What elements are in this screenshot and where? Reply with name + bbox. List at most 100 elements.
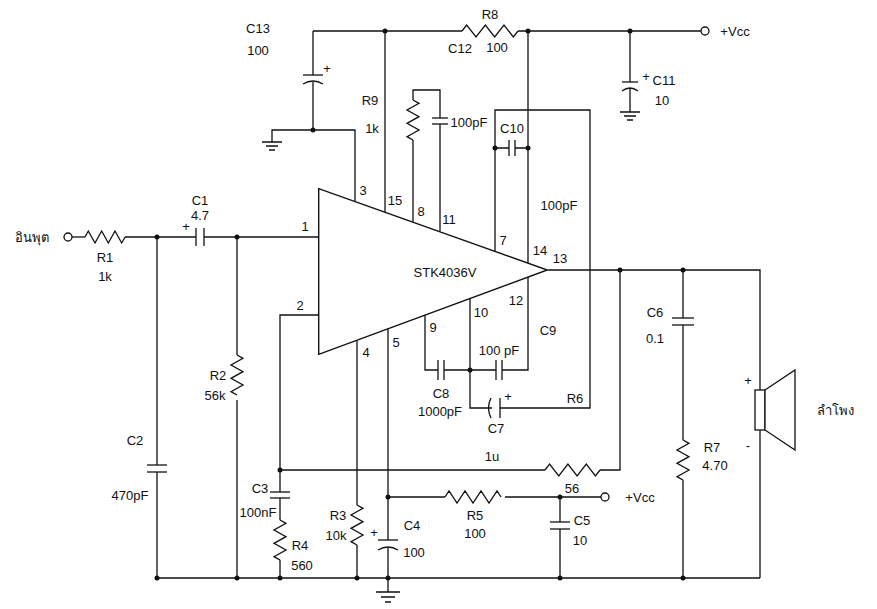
component-label: C8 [433, 387, 450, 400]
component-label: 56k [205, 389, 226, 402]
component-label: 100 [486, 41, 508, 54]
component-label: C5 [574, 514, 591, 527]
wire [413, 90, 440, 231]
component-label: 4.7 [191, 209, 209, 222]
component-label: + [370, 526, 378, 539]
component-label: ลำโพง [817, 404, 854, 417]
component-label: C12 [448, 42, 472, 55]
component-label: 2 [296, 299, 303, 312]
capacitor-plate [203, 228, 204, 246]
resistor-symbol [351, 505, 363, 545]
component-label: + [182, 220, 190, 233]
capacitor-plate [672, 324, 694, 325]
wire [272, 31, 355, 201]
resistor-symbol [274, 520, 286, 560]
capacitor-plate [622, 88, 638, 91]
component-label: R4 [292, 539, 309, 552]
component-label: 470pF [112, 489, 149, 502]
capacitor-plate [378, 539, 398, 540]
component-label: + [504, 390, 512, 403]
capacitor-plate [303, 81, 323, 84]
capacitor-plate [550, 521, 570, 522]
component-label: 100 [247, 44, 269, 57]
component-label: + [744, 374, 752, 387]
component-label: R9 [362, 94, 379, 107]
component-label: + [323, 62, 331, 75]
component-label: R5 [467, 509, 484, 522]
capacitor-plate [495, 360, 496, 380]
component-label: R7 [704, 441, 721, 454]
component-label: 5 [392, 336, 399, 349]
part-number: STK4036V [414, 265, 477, 280]
speaker-symbol [765, 370, 795, 450]
component-label: 14 [533, 244, 547, 257]
capacitor-plate [489, 398, 492, 418]
wire [313, 30, 701, 31]
component-label: R3 [330, 509, 347, 522]
component-label: C4 [404, 519, 421, 532]
component-label: 3 [359, 184, 366, 197]
component-label: 4 [362, 346, 369, 359]
capacitor-plate [147, 471, 167, 472]
supply-terminal [601, 493, 609, 501]
wire [759, 430, 760, 578]
component-label: C7 [488, 422, 505, 435]
ground-symbol [262, 142, 282, 150]
component-label: + [642, 70, 650, 83]
supply-terminal [701, 27, 709, 35]
resistor-symbol [677, 440, 689, 480]
component-label: 10 [474, 306, 488, 319]
component-label: 1k [98, 270, 112, 283]
capacitor-plate [501, 360, 502, 380]
capacitor-plate [437, 360, 438, 380]
ground-symbol [620, 112, 640, 120]
capacitor-plate [270, 491, 290, 492]
component-label: อินพุต [15, 231, 49, 244]
component-label: 100 [464, 527, 486, 540]
resistor-symbol [231, 355, 243, 395]
component-label: - [746, 439, 750, 452]
component-label: C3 [252, 482, 269, 495]
resistor-symbol [545, 464, 600, 476]
wire [280, 315, 318, 578]
component-label: +Vcc [720, 25, 749, 38]
wire [682, 270, 683, 578]
component-label: 560 [291, 559, 313, 572]
component-label: 56 [565, 482, 579, 495]
wire [236, 237, 237, 578]
component-label: R6 [567, 392, 584, 405]
wire [356, 341, 357, 578]
speaker-symbol [755, 390, 765, 430]
resistor-symbol [445, 491, 501, 503]
component-label: 100pF [541, 199, 578, 212]
wire [125, 236, 318, 237]
component-label: C10 [500, 122, 524, 135]
capacitor-plate [432, 123, 448, 124]
component-label: C6 [647, 306, 664, 319]
component-label: 1k [365, 122, 379, 135]
component-label: 100nF [240, 506, 277, 519]
capacitor-plate [378, 547, 398, 550]
component-label: C13 [246, 22, 270, 35]
component-label: C11 [653, 74, 676, 87]
capacitor-plate [550, 528, 570, 529]
component-label: 100 [403, 546, 425, 559]
capacitor-plate [443, 360, 444, 380]
component-label: 9 [429, 321, 436, 334]
wire [388, 329, 601, 592]
component-label: 10 [655, 94, 669, 107]
capacitor-plate [499, 398, 500, 418]
capacitor-plate [270, 497, 290, 498]
resistor-symbol [85, 231, 125, 243]
component-label: C9 [540, 324, 557, 337]
capacitor-plate [303, 74, 323, 75]
capacitor-plate [195, 228, 196, 246]
capacitor-plate [147, 464, 167, 465]
resistor-symbol [462, 25, 518, 37]
component-label: 13 [553, 252, 567, 265]
capacitor-plate [622, 81, 638, 82]
component-label: 4.70 [702, 459, 727, 472]
wire [157, 577, 760, 578]
component-label: +Vcc [625, 491, 654, 504]
